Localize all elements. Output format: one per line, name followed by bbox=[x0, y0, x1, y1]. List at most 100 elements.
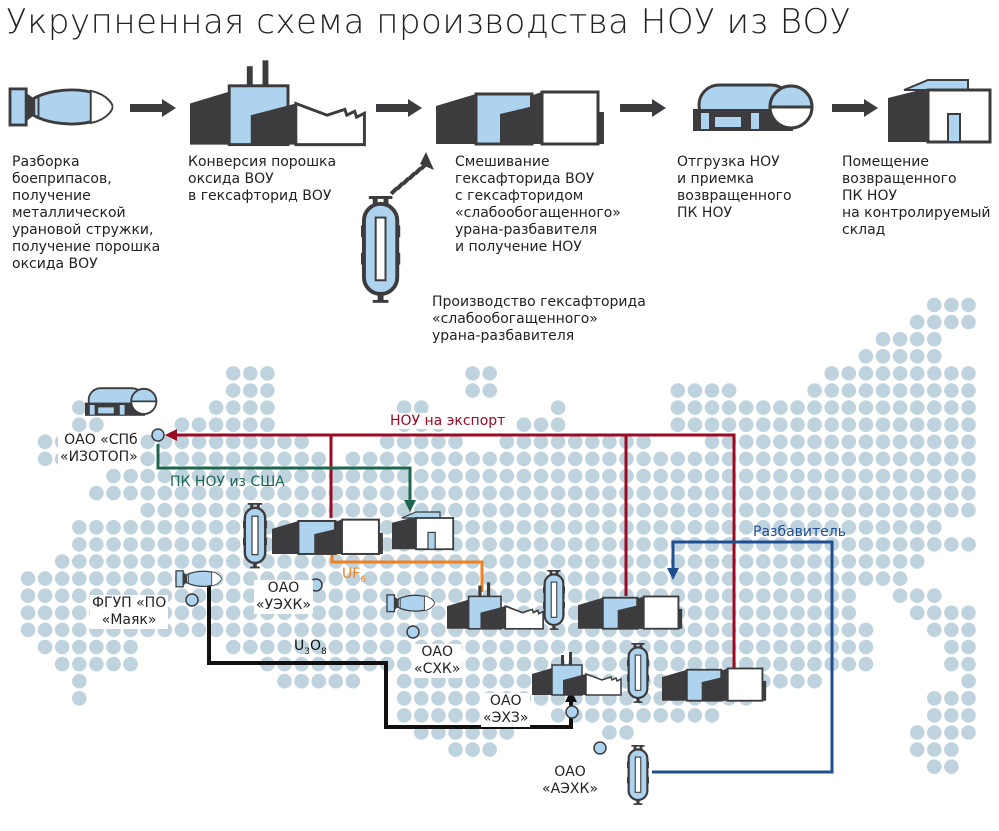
map-dot bbox=[465, 673, 480, 689]
map-dot bbox=[328, 622, 344, 638]
map-dot bbox=[157, 451, 173, 467]
uf6-main: UF bbox=[342, 566, 361, 582]
map-dot bbox=[756, 400, 771, 415]
map-dot bbox=[807, 656, 822, 672]
map-dot bbox=[277, 639, 292, 655]
map-dot bbox=[670, 451, 686, 467]
map-dot bbox=[687, 417, 703, 433]
map-dot bbox=[208, 502, 224, 518]
map-dot bbox=[704, 520, 720, 535]
map-dot bbox=[756, 605, 771, 621]
skhk-blending-icon bbox=[578, 595, 683, 630]
map-dot bbox=[807, 383, 822, 398]
map-dot bbox=[961, 297, 976, 313]
u3o8-sub1: 3 bbox=[304, 646, 310, 657]
map-dot bbox=[208, 537, 224, 552]
map-dot bbox=[738, 571, 754, 586]
map-dot bbox=[602, 571, 617, 586]
map-dot bbox=[875, 400, 891, 415]
map-dot bbox=[533, 451, 549, 467]
map-dot bbox=[909, 366, 925, 381]
map-dot bbox=[37, 434, 53, 450]
map-dot bbox=[773, 434, 788, 450]
map-dot bbox=[174, 520, 190, 535]
aekhk-column-icon bbox=[627, 745, 649, 805]
map-dot bbox=[567, 537, 583, 552]
site-marker bbox=[151, 428, 165, 442]
map-dot bbox=[961, 417, 976, 433]
map-dot bbox=[533, 520, 549, 535]
map-dot bbox=[396, 708, 412, 723]
map-dot bbox=[533, 639, 549, 655]
map-dot bbox=[824, 366, 839, 381]
map-dot bbox=[345, 588, 361, 603]
map-dot bbox=[670, 400, 686, 415]
map-dot bbox=[465, 656, 480, 672]
map-dot bbox=[858, 468, 874, 484]
map-dot bbox=[841, 451, 857, 467]
map-dot bbox=[841, 520, 857, 535]
map-dot bbox=[516, 451, 532, 467]
map-dot bbox=[465, 366, 480, 381]
map-dot bbox=[704, 400, 720, 415]
map-dot bbox=[841, 537, 857, 552]
map-dot bbox=[704, 417, 720, 433]
map-dot bbox=[756, 639, 771, 655]
map-dot bbox=[294, 639, 309, 655]
map-dot bbox=[875, 485, 891, 501]
map-dot bbox=[243, 622, 258, 638]
map-dot bbox=[243, 383, 258, 398]
map-dot bbox=[294, 622, 309, 638]
map-dot bbox=[225, 537, 241, 552]
map-dot bbox=[773, 485, 788, 501]
map-dot bbox=[875, 554, 891, 569]
map-dot bbox=[773, 468, 788, 484]
map-dot bbox=[824, 383, 839, 398]
map-dot bbox=[260, 400, 275, 415]
map-dot bbox=[687, 656, 703, 672]
map-dot bbox=[499, 502, 515, 518]
map-dot bbox=[585, 434, 600, 450]
map-dot bbox=[225, 400, 241, 415]
map-dot bbox=[773, 451, 788, 467]
map-dot bbox=[875, 434, 891, 450]
map-dot bbox=[567, 571, 583, 586]
map-dot bbox=[824, 468, 839, 484]
map-dot bbox=[875, 366, 891, 381]
map-dot bbox=[704, 383, 720, 398]
map-dot bbox=[294, 434, 309, 450]
export-line bbox=[176, 433, 736, 668]
map-dot bbox=[362, 451, 378, 467]
map-dot bbox=[807, 468, 822, 484]
map-dot bbox=[687, 400, 703, 415]
map-dot bbox=[841, 605, 857, 621]
site-marker bbox=[185, 593, 199, 607]
map-dot bbox=[875, 417, 891, 433]
map-dot bbox=[567, 588, 583, 603]
map-dot bbox=[465, 451, 480, 467]
map-dot bbox=[773, 520, 788, 535]
map-dot bbox=[106, 554, 121, 569]
map-dot bbox=[636, 485, 651, 501]
map-dot bbox=[20, 605, 36, 621]
map-dot bbox=[909, 485, 925, 501]
map-dot bbox=[738, 451, 754, 467]
map-dot bbox=[345, 502, 361, 518]
map-dot bbox=[773, 417, 788, 433]
map-dot bbox=[704, 434, 720, 450]
enrichment-column-icon bbox=[361, 196, 401, 303]
map-dot bbox=[944, 451, 959, 467]
map-dot bbox=[875, 520, 891, 535]
map-dot bbox=[550, 708, 566, 723]
uekhk-blending-icon bbox=[272, 518, 383, 555]
map-dot bbox=[738, 400, 754, 415]
map-dot bbox=[687, 622, 703, 638]
map-dot bbox=[602, 554, 617, 569]
map-dot bbox=[738, 417, 754, 433]
map-dot bbox=[927, 383, 942, 398]
map-dot bbox=[174, 485, 190, 501]
map-dot bbox=[448, 502, 463, 518]
map-dot bbox=[362, 622, 378, 638]
map-dot bbox=[944, 502, 959, 518]
map-dot bbox=[294, 451, 309, 467]
